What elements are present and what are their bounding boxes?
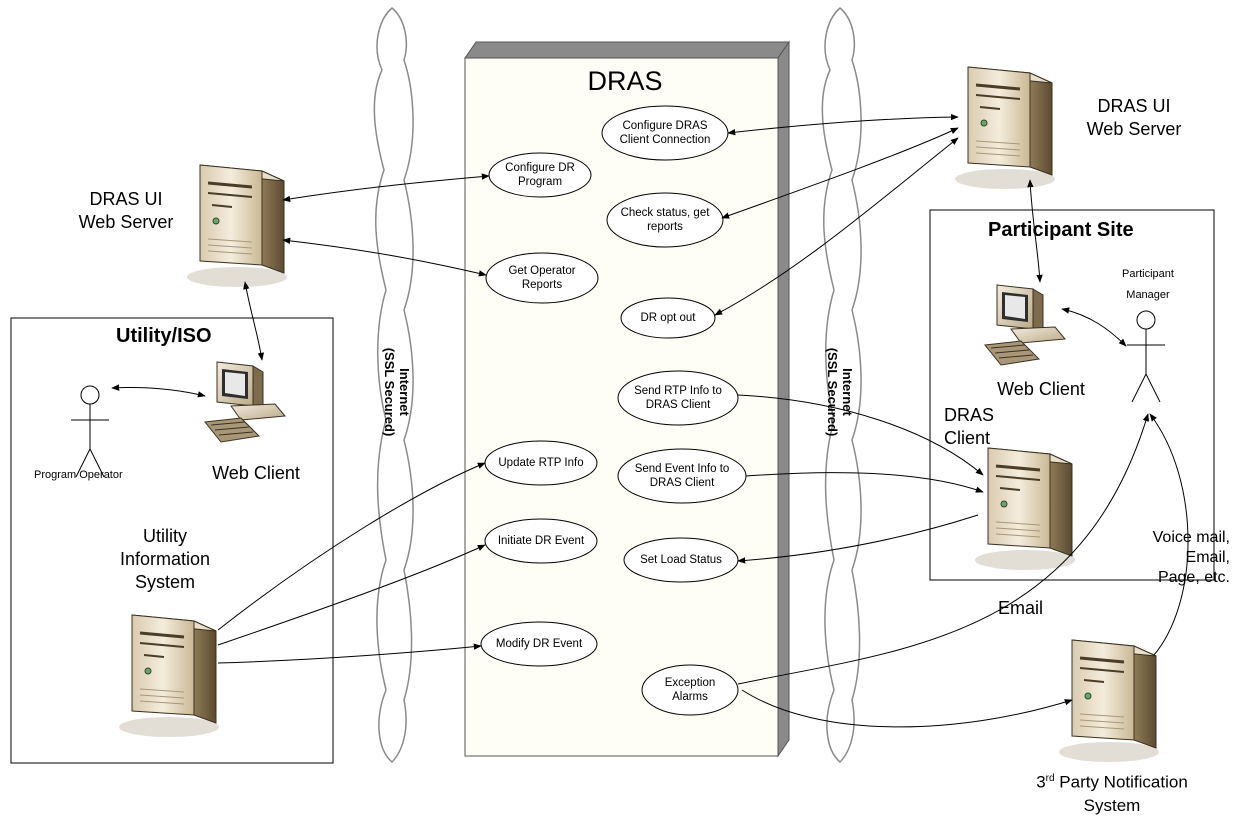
exception-alarms-label: Exception Alarms	[642, 676, 738, 704]
dras-client-label: DRAS Client	[944, 404, 1004, 450]
dras-box-top	[464, 41, 790, 59]
ellipse-dr-opt-out[interactable]	[620, 297, 716, 339]
participant-manager-actor-icon	[1126, 310, 1166, 403]
send-rtp-info-line2: DRAS Client	[645, 399, 711, 411]
left-server-label-line2: Web Server	[78, 212, 174, 232]
program-operator-label: Program Operator	[34, 469, 123, 481]
dr-opt-out-label: DR opt out	[640, 312, 696, 324]
internet-label-right-line1: Internet	[840, 368, 855, 416]
configure-dras-client-line1: Configure DRAS	[622, 120, 708, 132]
participant-manager-label-line1: Participant	[1122, 268, 1174, 280]
get-operator-reports-line1: Get Operator	[508, 265, 576, 277]
third-party-label-rest: Party Notification	[1054, 772, 1188, 792]
send-rtp-info-label: Send RTP Info to DRAS Client	[618, 384, 738, 412]
get-operator-reports-label: Get Operator Reports	[486, 264, 598, 292]
modify-dr-event-label: Modify DR Event	[495, 638, 583, 650]
send-event-info-line2: DRAS Client	[649, 477, 715, 489]
configure-dras-client-line2: Client Connection	[619, 134, 711, 146]
left-server-label-line1: DRAS UI	[89, 189, 163, 209]
right-server-label-line2: Web Server	[1086, 119, 1182, 139]
utility-info-system-label-line1: Utility	[143, 526, 187, 546]
right-server-label: DRAS UI Web Server	[1064, 95, 1204, 141]
ellipse-get-operator-reports[interactable]	[485, 252, 599, 304]
left-web-client-label: Web Client	[212, 463, 300, 483]
utility-iso-title: Utility/ISO	[116, 325, 212, 347]
participant-manager-label: Participant Manager	[1108, 264, 1188, 306]
third-party-server-icon	[1057, 638, 1161, 764]
dras-client-label-line1: DRAS	[944, 405, 995, 425]
dras-title: DRAS	[587, 66, 663, 96]
internet-label-right: Internet (SSL Secured)	[825, 348, 855, 437]
left-server-icon	[185, 163, 289, 289]
internet-label-right-line2: (SSL Secured)	[825, 347, 840, 437]
utility-info-server-icon	[117, 613, 221, 739]
configure-dr-program-line1: Configure DR	[505, 162, 575, 174]
third-party-label-number: 3	[1036, 772, 1046, 792]
check-status-line2: reports	[647, 221, 683, 233]
voice-mail-label-line1: Voice mail,	[1152, 529, 1230, 546]
send-rtp-info-line1: Send RTP Info to	[634, 385, 722, 397]
exception-alarms-line2: Alarms	[672, 691, 708, 703]
program-operator-actor-icon	[70, 385, 110, 478]
voice-mail-label-line3: Page, etc.	[1157, 569, 1230, 586]
right-web-client-label: Web Client	[997, 379, 1085, 399]
configure-dras-client-label: Configure DRAS Client Connection	[602, 119, 728, 147]
utility-info-system-label-line3: System	[134, 572, 195, 592]
right-server-label-line1: DRAS UI	[1097, 96, 1171, 116]
check-status-label: Check status, get reports	[607, 206, 723, 234]
send-event-info-label: Send Event Info to DRAS Client	[618, 462, 746, 490]
email-label: Email	[998, 598, 1044, 618]
voice-mail-label: Voice mail, Email, Page, etc.	[1140, 528, 1230, 588]
utility-iso-box	[10, 317, 334, 764]
dras-client-label-line2: Client	[944, 428, 991, 448]
configure-dr-program-line2: Program	[517, 176, 563, 188]
internet-label-left-line2: (SSL Secured)	[382, 347, 397, 437]
third-party-label-line1: 3rd Party Notification	[1012, 767, 1212, 794]
voice-mail-label-line2: Email,	[1185, 549, 1230, 566]
check-status-line1: Check status, get	[620, 207, 710, 219]
internet-label-left-line1: Internet	[397, 368, 412, 416]
ellipse-initiate-dr-event[interactable]	[484, 518, 598, 564]
right-server-icon	[953, 65, 1057, 191]
third-party-label-line2: System	[1083, 795, 1141, 815]
get-operator-reports-line2: Reports	[521, 279, 563, 291]
ellipse-send-rtp-info[interactable]	[617, 370, 739, 426]
utility-info-system-label: Utility Information System	[95, 525, 235, 594]
configure-dr-program-label: Configure DR Program	[489, 161, 591, 189]
ellipse-exception-alarms[interactable]	[641, 664, 739, 716]
third-party-label: 3rd Party Notification System	[1012, 767, 1212, 817]
utility-info-system-label-line2: Information	[119, 549, 211, 569]
right-web-client-icon	[984, 284, 1066, 366]
participant-site-box	[929, 209, 1215, 581]
participant-site-title: Participant Site	[988, 219, 1134, 241]
update-rtp-info-label: Update RTP Info	[498, 457, 584, 469]
set-load-status-label: Set Load Status	[640, 554, 722, 566]
connectors	[111, 113, 1189, 728]
exception-alarms-line1: Exception	[664, 677, 716, 689]
left-web-client-icon	[204, 361, 286, 443]
left-server-label: DRAS UI Web Server	[56, 188, 196, 234]
dras-client-server-icon	[973, 446, 1077, 572]
send-event-info-line1: Send Event Info to	[634, 463, 730, 475]
internet-label-left: Internet (SSL Secured)	[382, 348, 412, 437]
participant-manager-label-line2: Manager	[1126, 289, 1170, 301]
third-party-label-sup: rd	[1045, 773, 1055, 784]
initiate-dr-event-label: Initiate DR Event	[497, 535, 585, 547]
